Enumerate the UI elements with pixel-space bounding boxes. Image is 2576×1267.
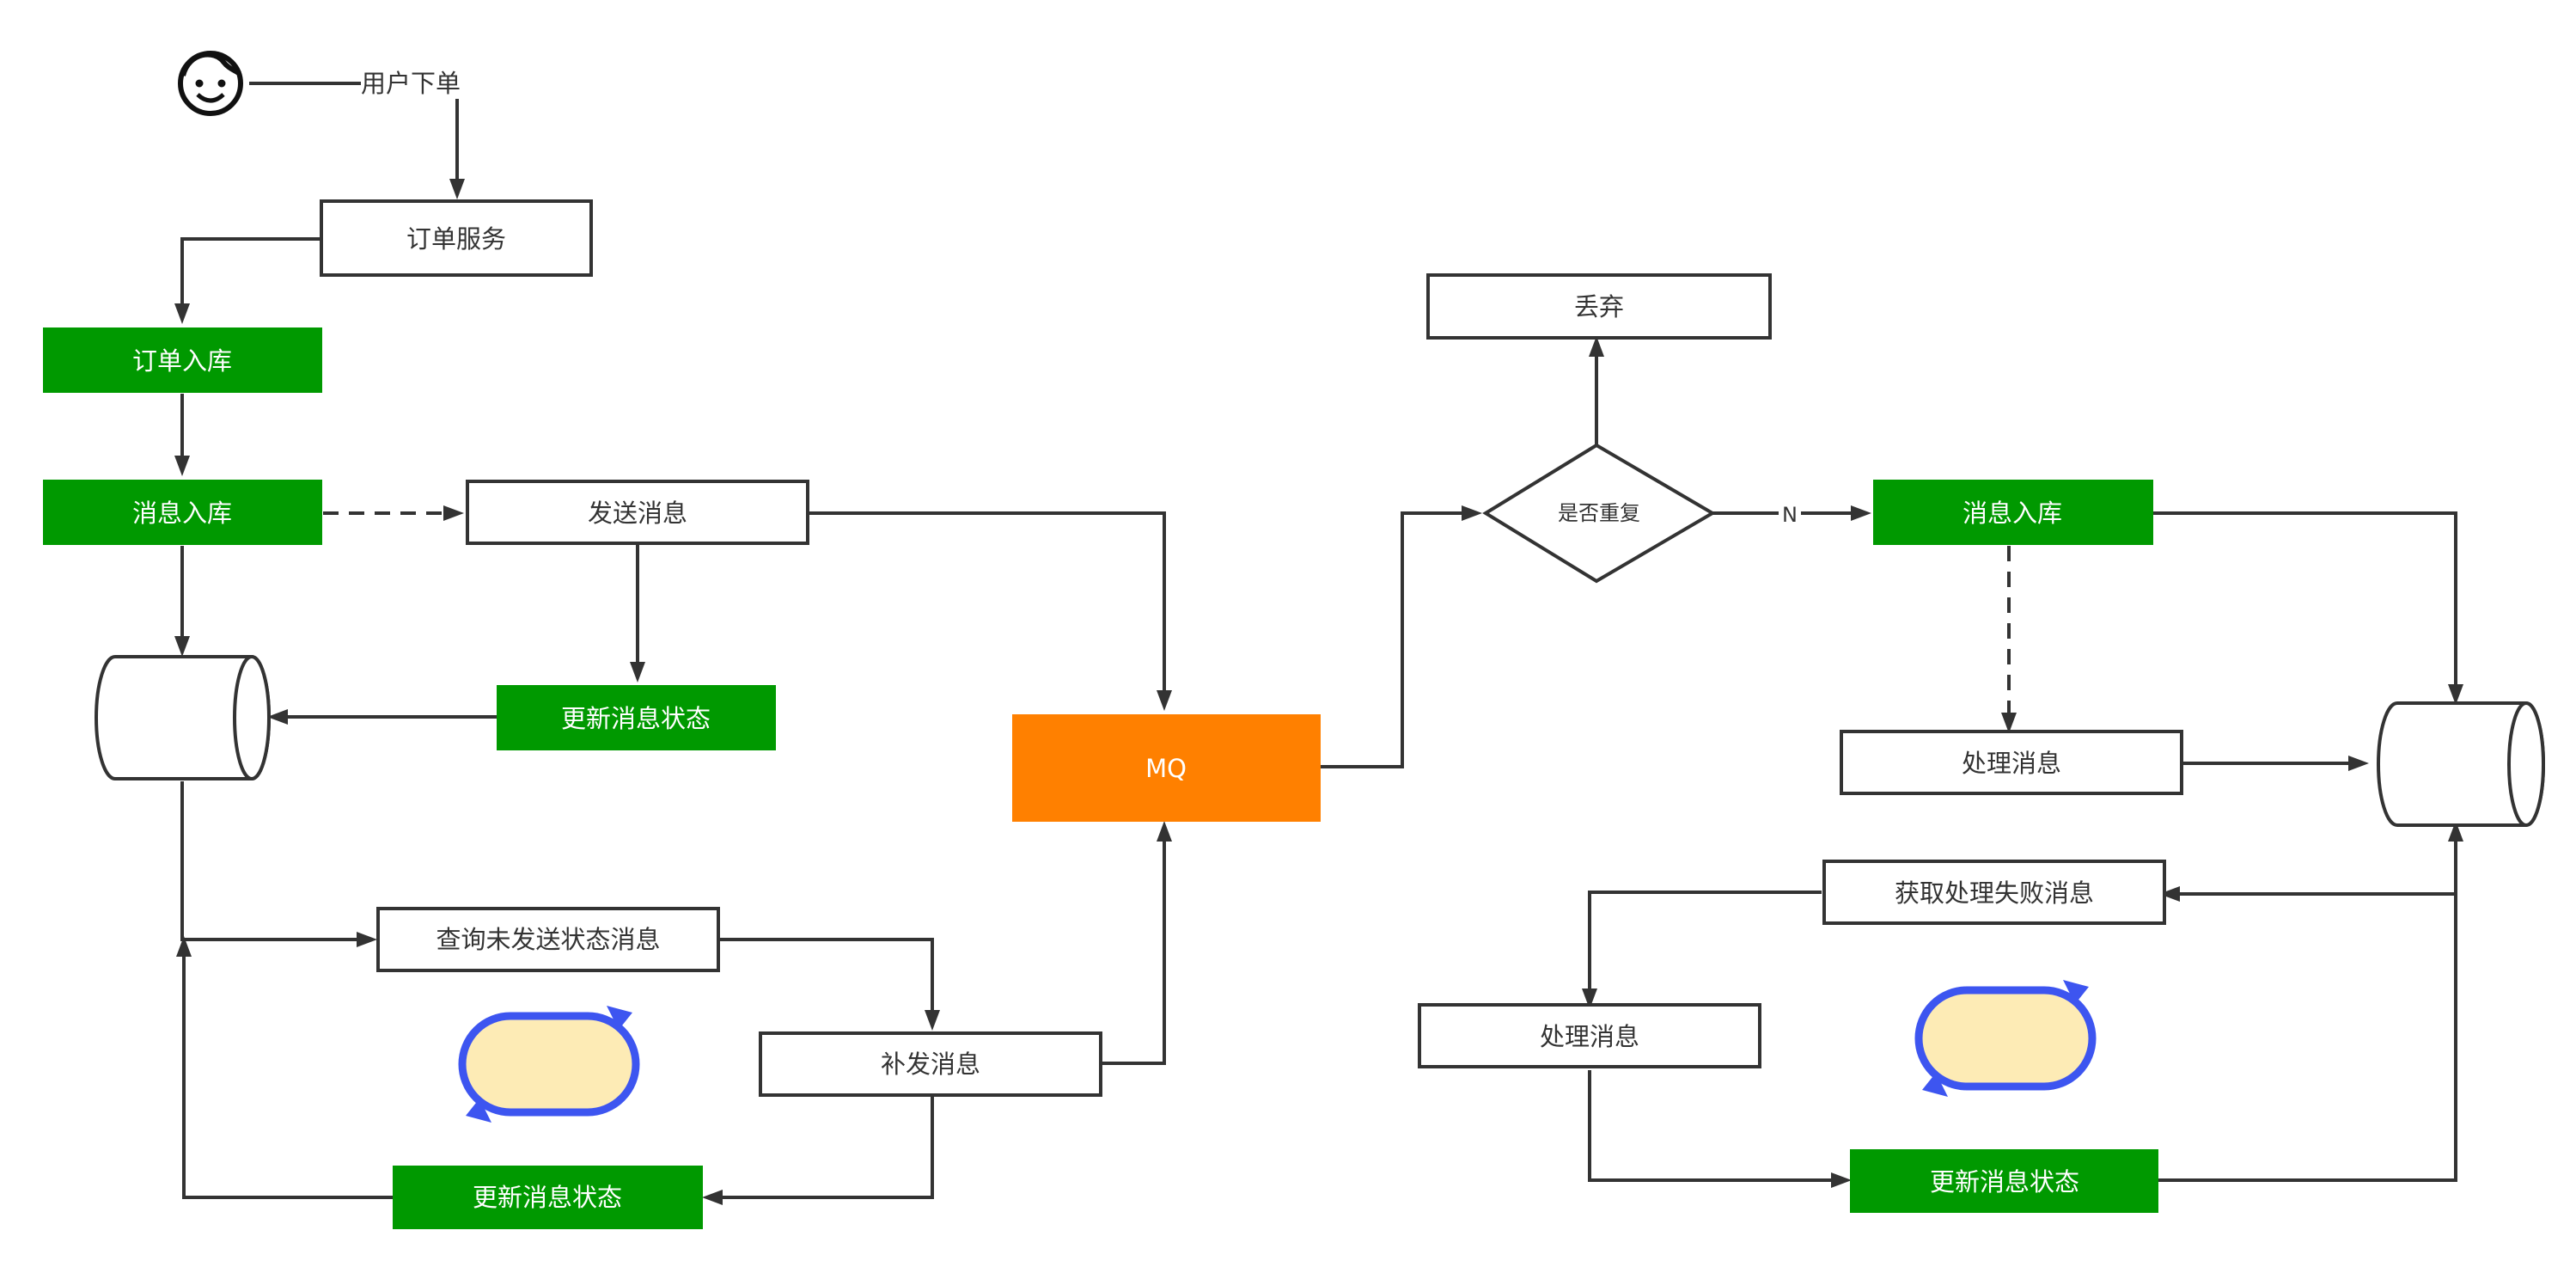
arrowhead (1589, 336, 1604, 357)
edge-send-to-mq (809, 511, 1166, 705)
arrowhead (2348, 756, 2369, 771)
arrowheads (174, 179, 2463, 1205)
edge-fetch-to-process-bottom (1588, 891, 1822, 1003)
node-update-status-bottom-right: 更新消息状态 (1850, 1149, 2158, 1213)
database-right-icon (2377, 701, 2545, 827)
update-status-top-label: 更新消息状态 (561, 704, 711, 733)
edge-update-bottom-to-loop (182, 941, 393, 1199)
database-left-icon (95, 655, 271, 780)
fetch-failed-label: 获取处理失败消息 (1895, 878, 2094, 908)
edge-update-to-database-right (2158, 827, 2457, 1182)
arrowhead (176, 936, 192, 957)
user-order-label: 用户下单 (361, 69, 461, 98)
msg-to-db-right-label: 消息入库 (1963, 499, 2062, 528)
arrowhead (443, 505, 464, 521)
process-msg-bottom-label: 处理消息 (1540, 1022, 1639, 1051)
msg-to-db-left-label: 消息入库 (132, 499, 232, 528)
arrowhead (449, 179, 465, 199)
discard-label: 丢弃 (1574, 292, 1624, 321)
arrowhead (1582, 989, 1597, 1009)
arrowhead (2448, 684, 2463, 705)
arrowhead (630, 662, 645, 682)
mq-label: MQ (1145, 754, 1187, 783)
arrowhead (1851, 505, 1871, 521)
user-face-icon (178, 51, 243, 116)
order-to-db-label: 订单入库 (132, 346, 232, 376)
arrowhead (2159, 886, 2180, 902)
query-unsent-label: 查询未发送状态消息 (436, 925, 660, 954)
arrowhead (1462, 505, 1482, 521)
update-status-bottom-right-label: 更新消息状态 (1930, 1167, 2079, 1197)
edge-msg-db-right-to-database (2147, 511, 2457, 699)
arrowhead (357, 932, 377, 947)
order-service-label: 订单服务 (406, 224, 506, 254)
node-process-msg-top: 处理消息 (1840, 730, 2183, 795)
arrowhead (1157, 821, 1172, 842)
node-resend: 补发消息 (759, 1031, 1102, 1097)
edge-query-to-resend (719, 938, 934, 1025)
update-status-bottom-left-label: 更新消息状态 (473, 1183, 622, 1212)
arrowhead (174, 636, 190, 657)
edge-database-to-query (180, 781, 372, 941)
edge-mq-to-decision (1318, 511, 1477, 768)
node-update-status-bottom-left: 更新消息状态 (393, 1166, 703, 1229)
process-msg-top-label: 处理消息 (1962, 749, 2061, 778)
loop-icon (1914, 980, 2097, 1097)
send-message-label: 发送消息 (588, 499, 687, 528)
resend-label: 补发消息 (881, 1050, 980, 1079)
edge-resend-to-update-bottom (708, 1096, 934, 1199)
edge-order-service-to-order-db (180, 237, 321, 319)
node-is-duplicate: 是否重复 (1482, 443, 1716, 584)
arrowhead (2001, 713, 2017, 733)
arrowhead (2448, 821, 2463, 842)
node-msg-to-db-left: 消息入库 (43, 480, 322, 545)
arrowhead (174, 456, 190, 476)
node-mq: MQ (1012, 714, 1321, 822)
arrowhead (267, 709, 288, 725)
arrowhead (702, 1190, 723, 1205)
edge-process-bottom-to-update (1588, 1070, 1846, 1182)
node-order-to-db: 订单入库 (43, 327, 322, 393)
node-process-msg-bottom: 处理消息 (1418, 1003, 1761, 1068)
node-send-message: 发送消息 (466, 480, 809, 545)
node-fetch-failed: 获取处理失败消息 (1822, 860, 2166, 925)
node-order-service: 订单服务 (320, 199, 593, 277)
is-duplicate-label: 是否重复 (1558, 501, 1640, 525)
edge-resend-to-mq (1102, 827, 1166, 1065)
node-query-unsent: 查询未发送状态消息 (376, 907, 720, 972)
edges (180, 82, 2457, 1199)
arrowhead (925, 1010, 940, 1031)
arrowhead (174, 303, 190, 324)
loop-icon (458, 1006, 640, 1123)
node-msg-to-db-right: 消息入库 (1873, 480, 2153, 545)
edge-label-no: N (1782, 503, 1798, 527)
node-update-status-top: 更新消息状态 (497, 685, 776, 750)
arrowhead (1157, 690, 1172, 711)
node-discard: 丢弃 (1426, 273, 1772, 340)
arrowhead (1831, 1172, 1852, 1188)
